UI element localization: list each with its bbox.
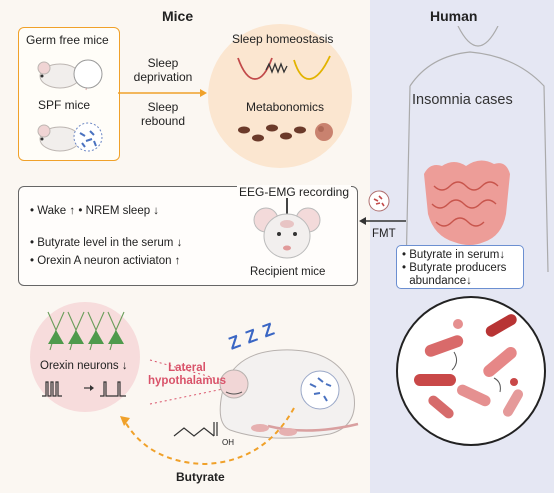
- sleeping-mouse-illustration: [149, 349, 359, 439]
- finding-orexin-activation: • Orexin A neuron activiaton ↑: [30, 255, 181, 267]
- lateral-hypothalamus-label: Lateral hypothalamus: [148, 362, 226, 387]
- firing-trace: [42, 381, 126, 397]
- finding-orexin-activation-text: Orexin A neuron activiaton ↑: [37, 255, 181, 267]
- orexin-neurons-label: Orexin neurons ↓: [40, 360, 128, 372]
- fmt-sample-icon: [368, 190, 390, 212]
- finding-butyrate-serum-text: Butyrate level in the serum ↓: [37, 237, 183, 249]
- metabonomics-label: Metabonomics: [246, 100, 325, 114]
- sleep-arrow: [118, 89, 207, 97]
- mice-section-title: Mice: [162, 8, 194, 24]
- insomnia-cases-label: Insomnia cases: [412, 92, 513, 108]
- butyrate-arrow: [120, 407, 295, 466]
- eeg-emg-recording-label: EEG-EMG recording: [237, 185, 352, 199]
- finding-wake-nrem-text: Wake ↑ • NREM sleep ↓: [37, 205, 160, 217]
- fmt-label: FMT: [372, 228, 396, 240]
- spf-mice-label: SPF mice: [38, 98, 91, 112]
- metabolite-pellets: [238, 123, 333, 142]
- human-section-title: Human: [430, 8, 478, 24]
- finding-wake-nrem: • Wake ↑ • NREM sleep ↓: [30, 205, 160, 217]
- butyrate-oh-label: OH: [222, 438, 234, 447]
- sleep-homeostasis-label: Sleep homeostasis: [232, 32, 334, 46]
- sleep-homeostasis-waves: [237, 55, 331, 80]
- sleep-rebound-label: Sleep rebound: [140, 100, 186, 128]
- recipient-mice-label: Recipient mice: [250, 266, 326, 278]
- human-finding-butyrate-serum-text: Butyrate in serum↓: [409, 249, 506, 261]
- spf-mouse-icon: [37, 122, 103, 152]
- bacteria-circle: [396, 296, 546, 446]
- human-finding-producers-text: Butyrate producers abundance↓: [409, 262, 507, 287]
- homeostasis-circle: [208, 24, 352, 168]
- fmt-arrow: [359, 217, 406, 225]
- neuron-illustration: [47, 311, 125, 351]
- human-torso-icon: [405, 26, 549, 272]
- finding-butyrate-serum: • Butyrate level in the serum ↓: [30, 237, 183, 249]
- recipient-mouse-icon: [253, 198, 321, 259]
- germ-free-mice-label: Germ free mice: [26, 33, 109, 47]
- human-finding-butyrate-serum: • Butyrate in serum↓: [402, 249, 506, 261]
- human-finding-producers: • Butyrate producers abundance↓: [402, 262, 520, 288]
- human-findings-box: [396, 245, 524, 289]
- sleep-deprivation-label: Sleep deprivation: [133, 56, 193, 84]
- germ-free-mouse-icon: [37, 59, 103, 91]
- butyrate-molecule: [173, 422, 218, 437]
- butyrate-label: Butyrate: [176, 470, 225, 484]
